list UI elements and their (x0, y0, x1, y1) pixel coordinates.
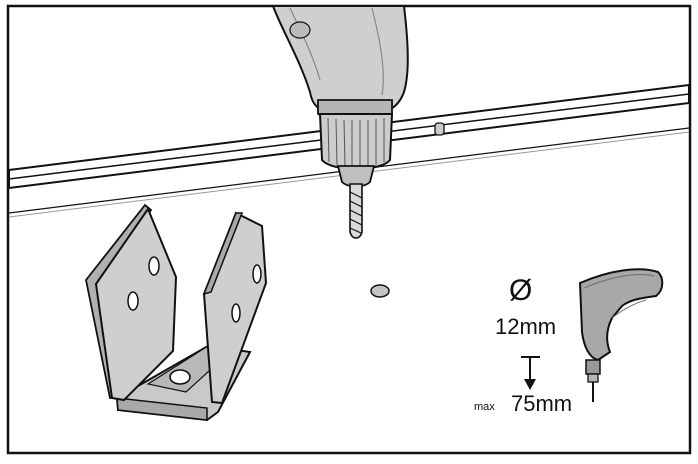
rail-knob (434, 122, 445, 136)
small-drill-icon (578, 268, 664, 402)
diameter-symbol: Ø (509, 274, 533, 307)
depth-value: 75mm (511, 391, 573, 416)
depth-prefix: max (474, 401, 495, 413)
depth-arrow-icon (521, 356, 540, 390)
diameter-value: 12mm (495, 314, 557, 339)
pilot-hole-icon (370, 284, 390, 298)
u-bracket-icon (85, 203, 268, 422)
power-drill-icon (271, 5, 409, 239)
